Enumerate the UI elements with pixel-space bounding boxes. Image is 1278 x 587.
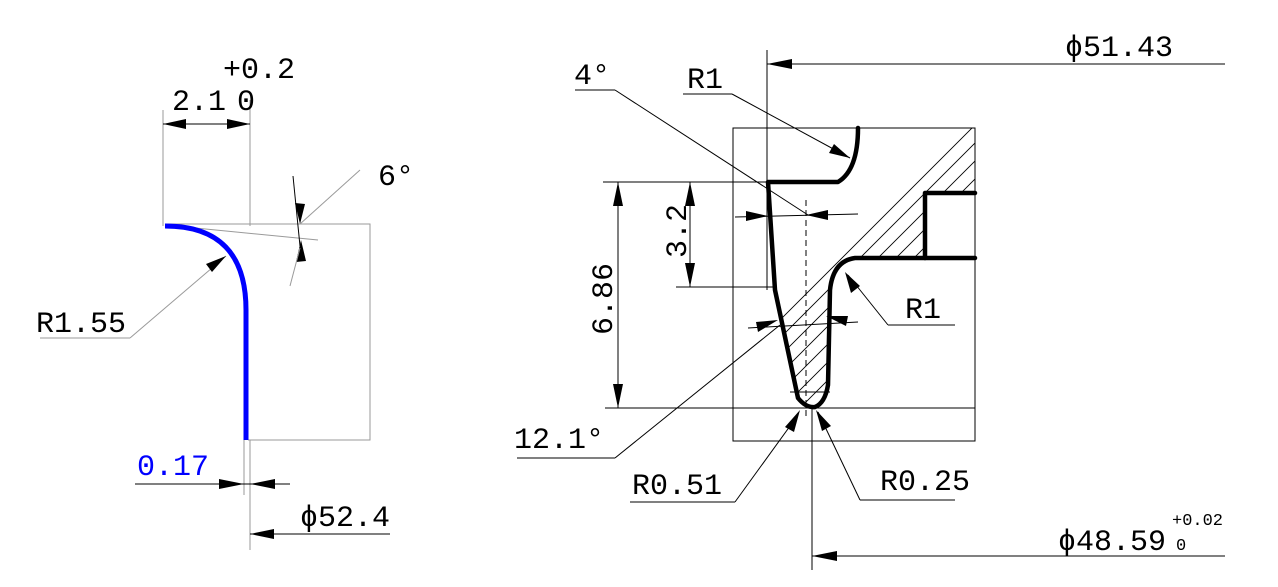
angle-leader — [299, 169, 361, 225]
diameter-top-arrow — [767, 59, 792, 69]
radius-top-label: R1 — [687, 64, 723, 98]
depth-small-arrow-bottom — [685, 263, 695, 287]
angle-top-arrow-left — [746, 211, 768, 221]
radius-bl-leader — [734, 414, 799, 503]
radius-arrow — [206, 256, 226, 272]
depth-total-arrow-bottom — [613, 384, 623, 408]
angle-bottom-arrow-left — [756, 320, 778, 332]
diameter-bottom-tol-upper: +0.02 — [1172, 512, 1223, 531]
radius-top-arrow — [829, 144, 850, 158]
step-profile — [922, 190, 978, 261]
offset-arrow-a — [219, 479, 244, 489]
angle-bottom-leader — [614, 324, 781, 459]
radius-label: R1.55 — [36, 308, 126, 342]
depth-small-label: 3.2 — [662, 204, 696, 258]
right-view: 4° R1 ϕ51.43 3.2 6.86 R1 12.1° R0.51 R0.… — [514, 32, 1225, 570]
angle-ext-bottom — [289, 247, 301, 287]
angle-arc-line — [292, 175, 301, 247]
depth-small-arrow-top — [685, 182, 695, 206]
profile-curve — [164, 223, 249, 440]
dim-width-value: 2.1 — [172, 86, 226, 120]
arrow-width-right — [227, 119, 250, 129]
diameter-left-label: ϕ52.4 — [300, 502, 390, 536]
angle-top-arrow-right — [806, 210, 828, 220]
radius-right-arrow — [845, 272, 860, 293]
radius-bl-label: R0.51 — [632, 470, 722, 504]
offset-label: 0.17 — [137, 451, 209, 485]
angle-bottom-label: 12.1° — [514, 424, 604, 458]
arrow-width-left — [163, 119, 186, 129]
radius-bl-arrow — [785, 410, 800, 432]
radius-top-leader — [731, 93, 851, 159]
groove-profile — [765, 125, 978, 410]
diameter-bottom-tol-lower: 0 — [1176, 537, 1186, 556]
dim-width-tol-upper: +0.2 — [223, 54, 295, 88]
angle-bottom-arrow-right — [826, 316, 848, 326]
dim-width-tol-lower: 0 — [237, 86, 255, 120]
left-construction-rect — [165, 223, 371, 441]
angle-arrow-bottom — [296, 240, 306, 262]
diameter-top-label: ϕ51.43 — [1065, 32, 1173, 66]
angle-top-leader-diag — [614, 89, 809, 216]
angle-label: 6° — [378, 161, 414, 195]
radius-br-label: R0.25 — [880, 466, 970, 500]
depth-total-label: 6.86 — [588, 263, 622, 335]
angle-arrow-top — [295, 203, 305, 224]
diameter-bottom-arrow — [812, 551, 837, 561]
left-view: 2.1 +0.2 0 6° R1.55 0.17 ϕ52.4 — [36, 54, 414, 550]
depth-total-arrow-top — [613, 182, 623, 206]
radius-br-arrow — [816, 410, 831, 431]
section-frame — [732, 127, 976, 442]
angle-top-label: 4° — [574, 60, 610, 94]
radius-leader — [129, 255, 227, 339]
offset-arrow-b — [250, 479, 275, 489]
diameter-left-arrow — [250, 529, 274, 539]
diameter-bottom-label: ϕ48.59 — [1058, 526, 1166, 560]
radius-right-label: R1 — [905, 294, 941, 328]
